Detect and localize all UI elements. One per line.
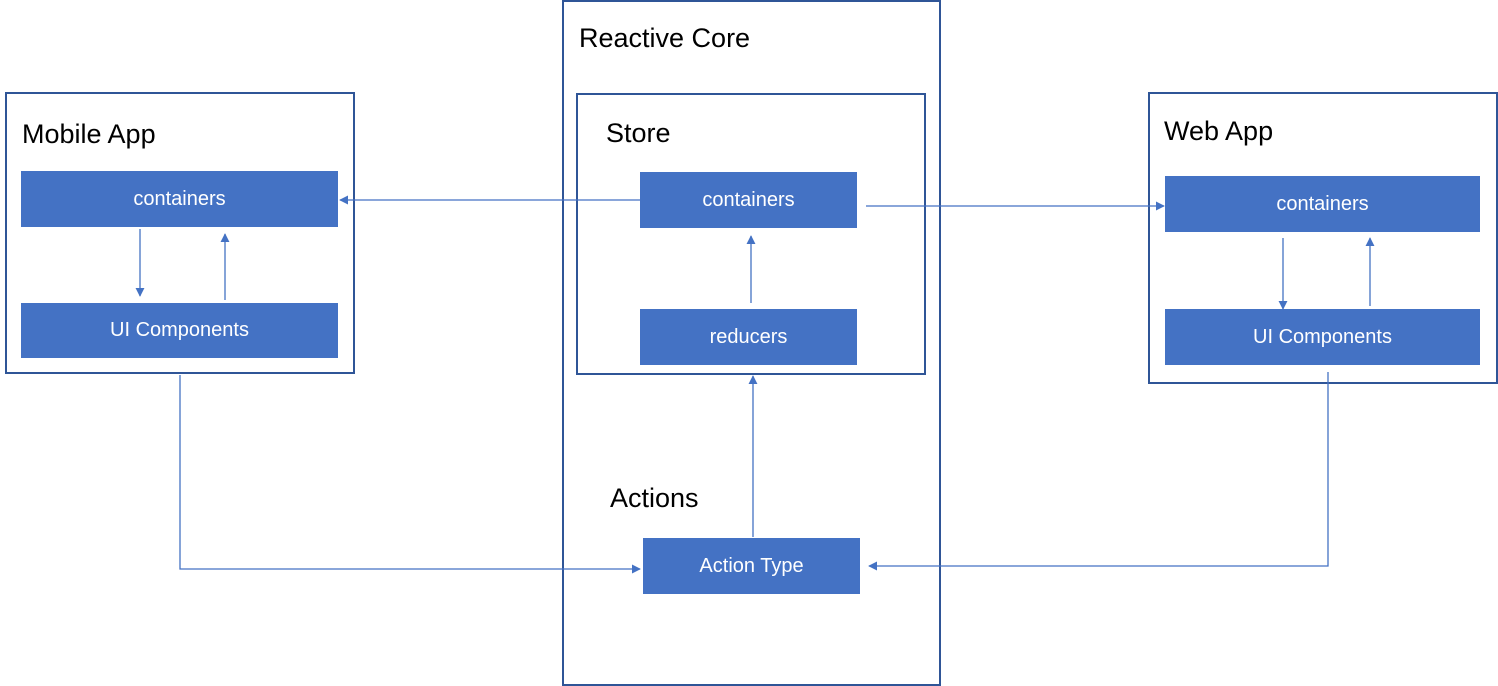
store-containers-block[interactable]: containers bbox=[640, 172, 857, 228]
mobile-app-frame bbox=[5, 92, 355, 374]
reactive-core-frame bbox=[562, 0, 941, 686]
mobile-ui-components-block[interactable]: UI Components bbox=[21, 303, 338, 358]
store-title: Store bbox=[606, 118, 671, 148]
arrow-mobile-ui-to-action-type bbox=[179, 375, 641, 574]
mobile-containers-block[interactable]: containers bbox=[21, 171, 338, 227]
web-app-title: Web App bbox=[1164, 116, 1274, 146]
reducers-block[interactable]: reducers bbox=[640, 309, 857, 365]
web-ui-components-block[interactable]: UI Components bbox=[1165, 309, 1480, 365]
arrow-web-ui-to-action-type bbox=[868, 372, 1329, 571]
web-containers-block[interactable]: containers bbox=[1165, 176, 1480, 232]
mobile-app-title: Mobile App bbox=[22, 119, 156, 149]
store-frame bbox=[576, 93, 926, 375]
action-type-block[interactable]: Action Type bbox=[643, 538, 860, 594]
reactive-core-title: Reactive Core bbox=[579, 23, 751, 53]
web-app-frame bbox=[1148, 92, 1498, 384]
actions-title: Actions bbox=[610, 483, 699, 513]
